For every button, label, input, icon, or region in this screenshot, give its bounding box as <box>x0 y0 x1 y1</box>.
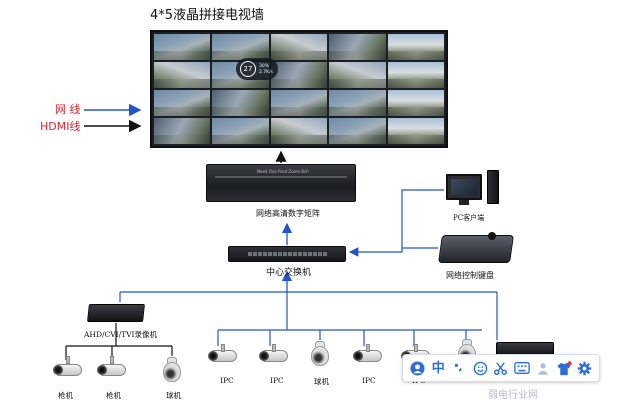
widget-line-2: 2.7K/s <box>259 69 273 75</box>
wall-screen-tile <box>154 34 211 60</box>
matrix-label: 网络高清数字矩阵 <box>256 209 320 218</box>
wall-screen-tile <box>329 118 386 144</box>
wall-screen-tile <box>154 90 211 116</box>
wall-screen-tile <box>387 62 444 88</box>
person-icon[interactable] <box>535 360 551 376</box>
wall-screen-tile <box>154 62 211 88</box>
wall-screen-tile <box>270 62 328 88</box>
wall-screen-tile <box>212 118 269 144</box>
watermark-text: 弱电行业网 <box>488 390 538 401</box>
network-hd-matrix: Need One Root Zoom Bch <box>206 164 356 202</box>
dvr-recorder <box>87 304 145 322</box>
wall-screen-tile <box>329 90 386 116</box>
video-wall <box>150 30 448 148</box>
camera-label: IPC <box>362 376 376 385</box>
widget-line-1: 30% <box>259 63 270 69</box>
temperature-badge: 27 <box>240 61 256 77</box>
ime-toolbar[interactable]: 中 <box>402 354 600 382</box>
pc-tower-icon <box>487 170 499 204</box>
legend-hdmi-label: HDMI线 <box>40 120 81 133</box>
camera-label: 球机 <box>314 377 329 386</box>
control-keyboard-icon <box>438 235 514 263</box>
wall-screen-tile <box>329 62 386 88</box>
wall-screen-tile <box>270 118 328 144</box>
emoji-icon[interactable] <box>472 360 488 376</box>
camera-label: IPC <box>270 376 284 385</box>
wall-screen-tile <box>270 90 328 116</box>
camera-label: 枪机 <box>106 391 121 400</box>
camera-label: 枪机 <box>58 391 73 400</box>
matrix-brand-text: Need One Root Zoom Bch <box>257 169 309 174</box>
pc-monitor-icon <box>446 174 482 200</box>
shirt-icon[interactable] <box>556 360 572 376</box>
user-icon[interactable] <box>409 360 425 376</box>
wall-screen-tile <box>212 90 269 116</box>
wall-screen-tile <box>154 118 211 144</box>
net-pc-to-switch <box>348 189 444 257</box>
joystick-icon <box>488 232 496 240</box>
camera-label: 球机 <box>166 391 181 400</box>
wall-title: 4*5液晶拼接电视墙 <box>150 8 265 23</box>
dome-camera-icon <box>311 346 329 366</box>
wall-screen-tile <box>387 90 444 116</box>
pc-stand <box>459 200 469 205</box>
wall-screen-tile <box>387 118 444 144</box>
wall-screen-tile <box>387 34 444 60</box>
wall-screen-tile <box>270 34 328 60</box>
dvr-label: AHD/CVI/TVI录像机 <box>84 330 158 339</box>
wall-screen-tile <box>329 34 386 60</box>
pc-label: PC客户端 <box>453 214 485 222</box>
network-speed-widget[interactable]: 27 30% 2.7K/s <box>236 58 278 80</box>
central-switch <box>228 246 346 262</box>
camera-label: IPC <box>220 376 234 385</box>
keyboard-icon[interactable] <box>514 360 530 376</box>
input-mode-toggle[interactable]: 中 <box>431 360 445 376</box>
switch-label: 中心交换机 <box>266 268 312 278</box>
legend-network-label: 网 线 <box>55 103 81 116</box>
gear-icon[interactable] <box>576 360 592 376</box>
punctuation-icon[interactable] <box>451 360 467 376</box>
wall-screen-tile <box>212 34 269 60</box>
keyboard-label: 网络控制键盘 <box>446 271 494 280</box>
dome-camera-icon <box>163 362 181 382</box>
scissors-icon[interactable] <box>493 360 509 376</box>
